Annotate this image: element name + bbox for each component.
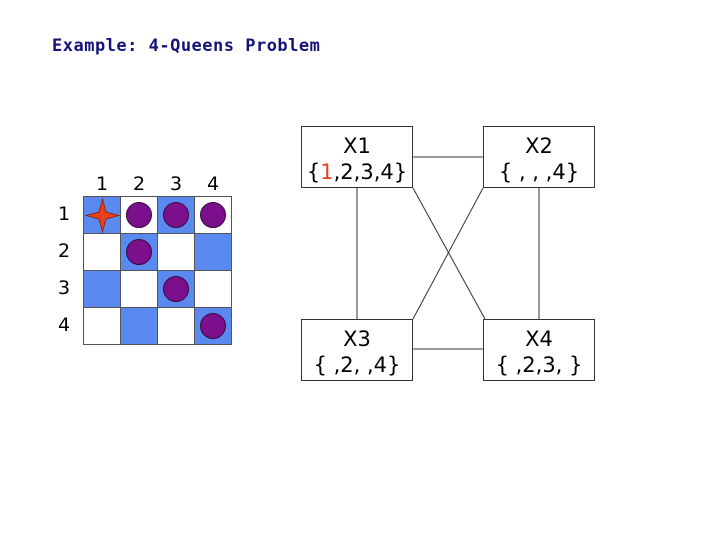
chess-board bbox=[83, 196, 232, 345]
variable-domain: {1,2,3,4} bbox=[306, 160, 408, 184]
eliminated-disc-icon bbox=[126, 239, 152, 265]
variable-domain: { ,2,3, } bbox=[495, 353, 583, 377]
queen-star-icon bbox=[84, 197, 121, 234]
eliminated-disc-icon bbox=[126, 202, 152, 228]
variable-domain: { ,2, ,4} bbox=[313, 353, 401, 377]
board-square-r1c4 bbox=[194, 196, 231, 233]
row-label-3: 3 bbox=[57, 277, 71, 299]
variable-name: X3 bbox=[343, 327, 371, 351]
board-square-r2c3 bbox=[157, 233, 194, 270]
board-square-r4c4 bbox=[194, 307, 231, 344]
variable-name: X1 bbox=[343, 134, 371, 158]
board-square-r3c4 bbox=[194, 270, 231, 307]
variable-name: X4 bbox=[525, 327, 553, 351]
board-square-r3c1 bbox=[83, 270, 120, 307]
variable-name: X2 bbox=[525, 134, 553, 158]
board-square-r2c1 bbox=[83, 233, 120, 270]
row-label-1: 1 bbox=[57, 203, 71, 225]
column-label-1: 1 bbox=[95, 173, 109, 195]
variable-x4: X4 { ,2,3, } bbox=[483, 319, 595, 381]
board-square-r3c3 bbox=[157, 270, 194, 307]
row-label-2: 2 bbox=[57, 240, 71, 262]
slide-title: Example: 4-Queens Problem bbox=[52, 36, 321, 56]
variable-x3: X3 { ,2, ,4} bbox=[301, 319, 413, 381]
board-square-r1c1 bbox=[83, 196, 121, 234]
eliminated-disc-icon bbox=[163, 202, 189, 228]
eliminated-disc-icon bbox=[163, 276, 189, 302]
column-label-2: 2 bbox=[132, 173, 146, 195]
board-square-r2c2 bbox=[120, 233, 157, 270]
board-square-r4c1 bbox=[83, 307, 120, 344]
column-label-3: 3 bbox=[169, 173, 183, 195]
board-square-r1c2 bbox=[120, 196, 157, 233]
domain-value-highlight: 1 bbox=[320, 160, 334, 184]
edge-x2-x3 bbox=[412, 187, 484, 320]
board-square-r3c2 bbox=[120, 270, 157, 307]
variable-domain: { , , ,4} bbox=[498, 160, 580, 184]
row-label-4: 4 bbox=[57, 314, 71, 336]
board-square-r2c4 bbox=[194, 233, 231, 270]
variable-x2: X2 { , , ,4} bbox=[483, 126, 595, 188]
column-label-4: 4 bbox=[206, 173, 220, 195]
eliminated-disc-icon bbox=[200, 313, 226, 339]
eliminated-disc-icon bbox=[200, 202, 226, 228]
board-square-r1c3 bbox=[157, 196, 194, 233]
board-square-r4c3 bbox=[157, 307, 194, 344]
edge-x1-x4 bbox=[412, 187, 486, 320]
variable-x1: X1 {1,2,3,4} bbox=[301, 126, 413, 188]
board-square-r4c2 bbox=[120, 307, 157, 344]
